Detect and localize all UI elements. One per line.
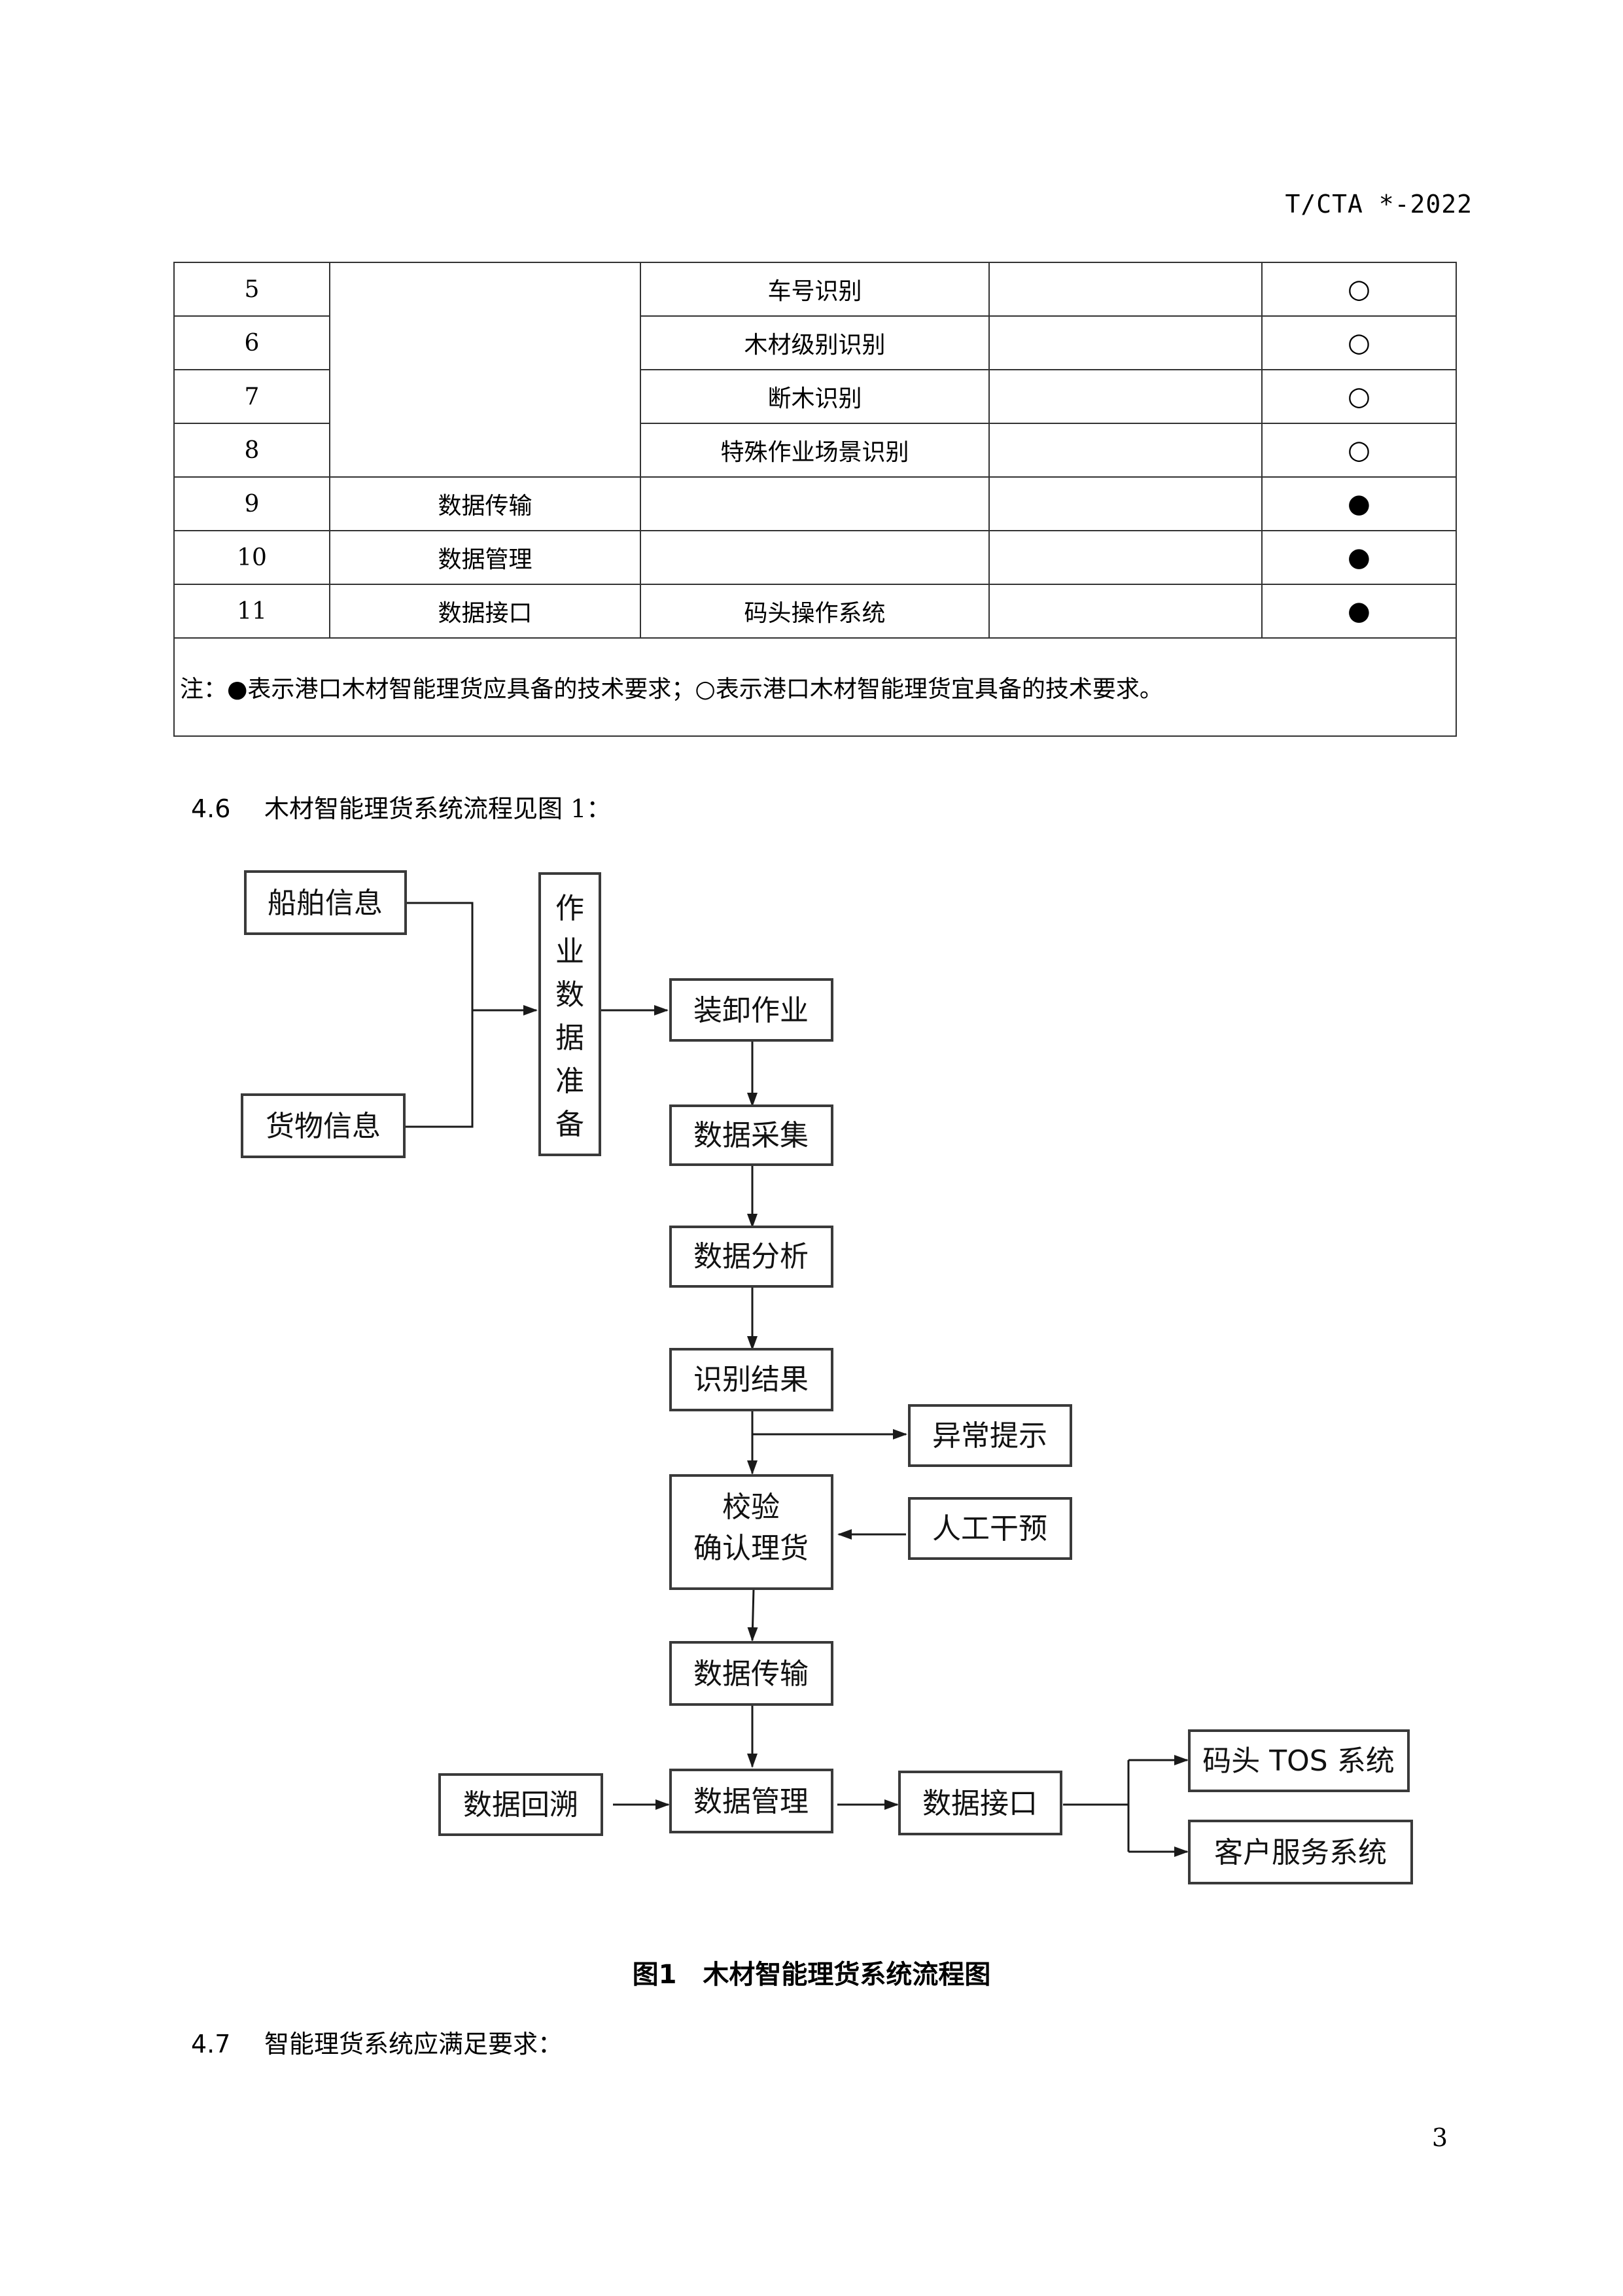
table-row: 9 数据传输 ● <box>173 476 1457 531</box>
standard-code: T/CTA *-2022 <box>1285 190 1473 219</box>
interface-box: 数据接口 <box>898 1771 1062 1835</box>
manual-box: 人工干预 <box>908 1497 1072 1560</box>
item-cell: 车号识别 <box>640 262 990 317</box>
item-cell: 断木识别 <box>640 369 990 424</box>
requirement-symbol: ● <box>1261 476 1457 531</box>
remark-cell <box>988 369 1263 424</box>
cargo-info-label: 货物信息 <box>266 1110 381 1143</box>
interface-label: 数据接口 <box>922 1787 1038 1820</box>
customer-system-label: 客户服务系统 <box>1214 1836 1387 1869</box>
item-cell <box>640 530 990 585</box>
section-number: 4.7 <box>191 2030 231 2058</box>
remark-cell <box>988 584 1263 639</box>
transmit-label: 数据传输 <box>693 1657 809 1691</box>
remark-cell <box>988 262 1263 317</box>
row-number: 10 <box>173 530 330 585</box>
requirement-symbol: ○ <box>1261 315 1457 370</box>
row-number: 6 <box>173 315 330 370</box>
data-analyze-label: 数据分析 <box>693 1240 809 1273</box>
result-label: 识别结果 <box>693 1363 809 1396</box>
category-cell: 数据传输 <box>329 476 641 531</box>
requirement-symbol: ● <box>1261 530 1457 585</box>
verify-label-line1: 校验 <box>722 1491 780 1524</box>
verify-box: 校验 确认理货 <box>669 1474 833 1590</box>
alert-box: 异常提示 <box>908 1404 1072 1467</box>
row-number: 11 <box>173 584 330 639</box>
alert-label: 异常提示 <box>932 1419 1047 1453</box>
row-number: 9 <box>173 476 330 531</box>
data-prep-char: 作 <box>555 892 584 925</box>
requirements-table: 5 车号识别 ○ 6 木材级别识别 ○ 7 断木识别 ○ 8 特殊作业场景识别 … <box>173 262 1457 737</box>
data-prep-char: 备 <box>555 1108 584 1141</box>
ship-info-box: 船舶信息 <box>244 870 407 935</box>
table-note-row: 注：●表示港口木材智能理货应具备的技术要求；○表示港口木材智能理货宜具备的技术要… <box>173 637 1457 737</box>
requirement-symbol: ○ <box>1261 369 1457 424</box>
row-number: 8 <box>173 423 330 478</box>
tos-system-label: 码头 TOS 系统 <box>1202 1744 1394 1778</box>
figure-title: 木材智能理货系统流程图 <box>703 1960 991 1990</box>
table-row: 8 特殊作业场景识别 ○ <box>173 423 1457 478</box>
table-row: 5 车号识别 ○ <box>173 262 1457 478</box>
manage-label: 数据管理 <box>693 1785 809 1818</box>
figure-caption: 图1 木材智能理货系统流程图 <box>0 1953 1623 1991</box>
customer-system-box: 客户服务系统 <box>1188 1820 1413 1884</box>
table-row: 10 数据管理 ● <box>173 530 1457 585</box>
row-number: 5 <box>173 262 330 317</box>
requirement-symbol: ○ <box>1261 262 1457 317</box>
section-text: 木材智能理货系统流程见图 1： <box>264 794 612 823</box>
item-cell: 码头操作系统 <box>640 584 990 639</box>
table-row: 11 数据接口 码头操作系统 ● <box>173 584 1457 639</box>
page-number: 3 <box>1431 2123 1448 2152</box>
cargo-info-box: 货物信息 <box>241 1093 406 1158</box>
section-4-7: 4.7 智能理货系统应满足要求： <box>191 2024 563 2060</box>
section-number: 4.6 <box>191 794 231 823</box>
data-prep-char: 数 <box>555 978 584 1012</box>
table-note: 注：●表示港口木材智能理货应具备的技术要求；○表示港口木材智能理货宜具备的技术要… <box>173 637 1457 737</box>
section-4-6: 4.6 木材智能理货系统流程见图 1： <box>191 788 611 824</box>
trace-box: 数据回溯 <box>438 1773 603 1836</box>
remark-cell <box>988 476 1263 531</box>
section-text: 智能理货系统应满足要求： <box>264 2030 563 2058</box>
loading-box: 装卸作业 <box>669 978 833 1042</box>
data-prep-char: 据 <box>555 1021 584 1055</box>
requirement-symbol: ● <box>1261 584 1457 639</box>
item-cell: 特殊作业场景识别 <box>640 423 990 478</box>
verify-label-line2: 确认理货 <box>693 1532 809 1565</box>
loading-label: 装卸作业 <box>693 994 809 1027</box>
data-prep-char: 准 <box>555 1065 584 1098</box>
remark-cell <box>988 530 1263 585</box>
item-cell: 木材级别识别 <box>640 315 990 370</box>
data-collect-label: 数据采集 <box>693 1119 809 1152</box>
data-prep-char: 业 <box>555 935 584 968</box>
figure-label: 图1 <box>632 1960 677 1990</box>
ship-info-label: 船舶信息 <box>268 887 383 920</box>
data-analyze-box: 数据分析 <box>669 1226 833 1288</box>
manage-box: 数据管理 <box>669 1769 833 1833</box>
remark-cell <box>988 423 1263 478</box>
trace-label: 数据回溯 <box>463 1788 578 1822</box>
table-row: 6 木材级别识别 ○ <box>173 315 1457 370</box>
data-collect-box: 数据采集 <box>669 1104 833 1166</box>
category-cell: 数据接口 <box>329 584 641 639</box>
remark-cell <box>988 315 1263 370</box>
result-box: 识别结果 <box>669 1348 833 1411</box>
flow-connectors <box>406 902 1189 1857</box>
requirement-symbol: ○ <box>1261 423 1457 478</box>
table-row: 7 断木识别 ○ <box>173 369 1457 424</box>
tos-system-box: 码头 TOS 系统 <box>1188 1729 1410 1792</box>
item-cell <box>640 476 990 531</box>
transmit-box: 数据传输 <box>669 1641 833 1706</box>
category-cell <box>329 262 641 478</box>
data-prep-box: 作 业 数 据 准 备 <box>538 872 601 1156</box>
manual-label: 人工干预 <box>932 1512 1047 1545</box>
category-cell: 数据管理 <box>329 530 641 585</box>
row-number: 7 <box>173 369 330 424</box>
